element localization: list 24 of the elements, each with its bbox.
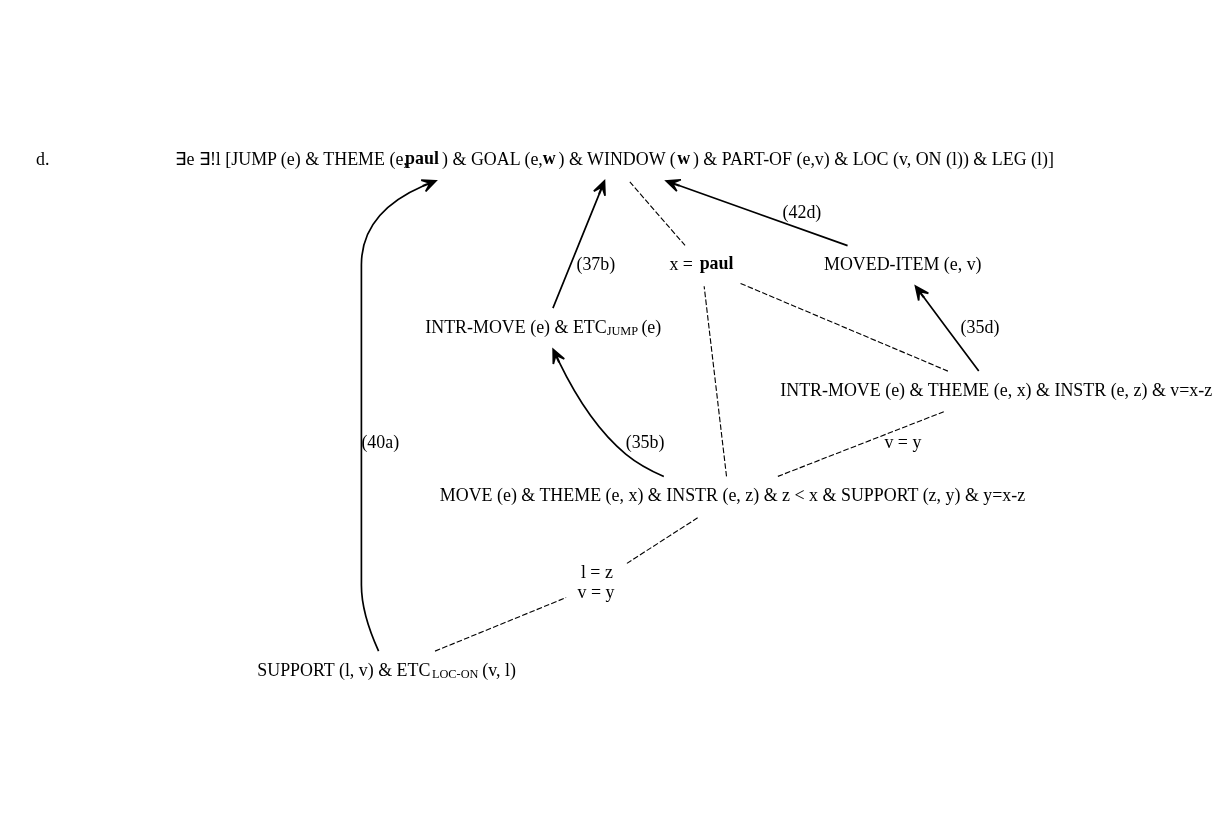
arrow	[552, 180, 606, 309]
edge-label: (35d)	[960, 316, 1000, 337]
connector	[777, 411, 945, 477]
connector	[628, 180, 686, 246]
edge-label: (35b)	[625, 432, 665, 453]
arrow	[665, 178, 849, 247]
node-text: INTR-MOVE (e) & THEME (e, x) & INSTR (e, z) & v=x-z	[780, 379, 1213, 400]
node-text: ∃e ∃!l [JUMP (e) & THEME (e,paul) & GOAL (e,w) & WINDOW (w) & PART-OF (e,v) & LOC (v, ON (l)) & LEG (l)]	[175, 147, 1054, 169]
connector	[434, 597, 567, 652]
node-text: x = paul	[669, 253, 734, 275]
arrow	[552, 348, 665, 478]
node-text: MOVE (e) & THEME (e, x) & INSTR (e, z) & z < x & SUPPORT (z, y) & y=x-z	[439, 484, 1026, 505]
connector	[703, 285, 728, 477]
arrow	[360, 179, 437, 652]
edge-label: (37b)	[576, 254, 616, 275]
node-text: l = z v = y	[577, 562, 615, 603]
edge-label: (40a)	[361, 432, 400, 453]
label: d.	[36, 148, 50, 169]
arrow	[914, 285, 980, 372]
node-text: MOVED-ITEM (e, v)	[823, 254, 982, 275]
edge-label: v = y	[884, 432, 922, 453]
connector	[739, 282, 949, 372]
edge-label: (42d)	[782, 201, 822, 222]
connector	[626, 516, 700, 564]
